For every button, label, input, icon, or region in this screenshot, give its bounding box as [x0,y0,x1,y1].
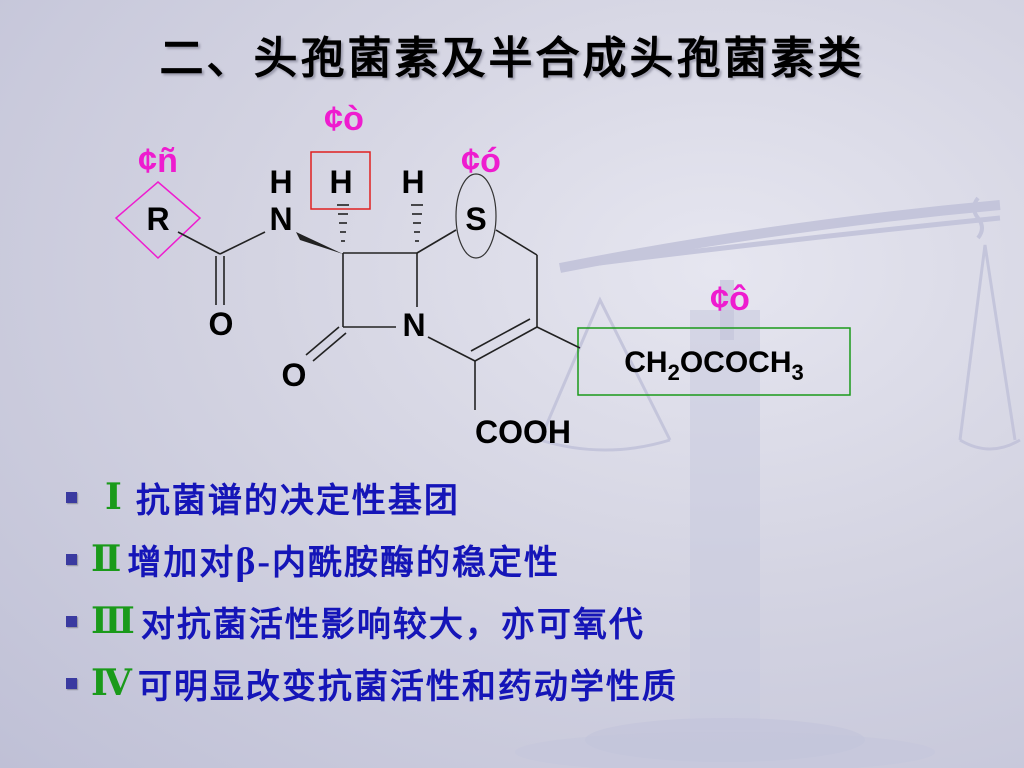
side-chain-box [577,327,851,396]
bullet-numeral: Ⅰ [105,476,122,518]
atom-n-amide: N [269,201,292,237]
hashed-bonds [337,204,423,242]
site-label-s: ¢ó [461,142,501,180]
bullet-text: 对抗菌活性影响较大，亦可氧代 [140,604,645,645]
bullet-text-before: 增加对 [127,542,236,583]
wedge-bond [296,232,343,254]
site-label-h: ¢ò [324,100,364,138]
bullet-numeral: Ⅱ [91,538,122,580]
atom-h-boxed: H [329,164,352,200]
bullet-text: 抗菌谱的决定性基团 [135,480,460,521]
bullet-text: 增加对β-内酰胺酶的稳定性 [127,535,560,584]
atom-h-left: H [269,164,292,200]
bullet-square-icon [66,677,77,689]
atom-cooh: COOH [475,414,571,450]
atom-o-amide: O [209,306,234,342]
slide-title: 二、头孢菌素及半合成头孢菌素类 [159,33,865,84]
atom-s: S [465,201,486,237]
atom-side-chain: CH2OCOCH3 [624,346,804,385]
site-label-r: ¢ñ [138,142,178,180]
bullet-text: 可明显改变抗菌活性和药动学性质 [137,666,678,707]
bullet-text-after: 内酰胺酶的稳定性 [272,542,561,583]
s-site-ellipse [455,173,497,259]
bullet-numeral: Ⅲ [91,600,135,642]
bullet-item-1: Ⅰ 抗菌谱的决定性基团 [66,466,1006,528]
bullet-item-4: Ⅳ 可明显改变抗菌活性和药动学性质 [66,652,1006,714]
atom-n-ring: N [402,307,425,343]
bullet-list: Ⅰ 抗菌谱的决定性基团 Ⅱ 增加对β-内酰胺酶的稳定性 Ⅲ 对抗菌活性影响较大，… [66,466,1006,714]
r-site-diamond [114,181,202,260]
atom-h-right: H [401,164,424,200]
bond-lines [177,229,581,410]
cephalosporin-structure: ¢ñ ¢ò ¢ó ¢ô [114,100,851,450]
bullet-square-icon [66,491,77,503]
atom-o-lactam: O [282,357,307,393]
h-site-box [310,151,371,210]
site-label-side-chain: ¢ô [710,280,750,318]
bullet-square-icon [66,615,77,627]
bullet-item-2: Ⅱ 增加对β-内酰胺酶的稳定性 [66,528,1006,590]
bullet-square-icon [66,553,77,565]
bullet-text-beta: β- [235,540,273,583]
bullet-item-3: Ⅲ 对抗菌活性影响较大，亦可氧代 [66,590,1006,652]
atom-r: R [146,201,169,237]
bullet-numeral: Ⅳ [91,662,132,704]
